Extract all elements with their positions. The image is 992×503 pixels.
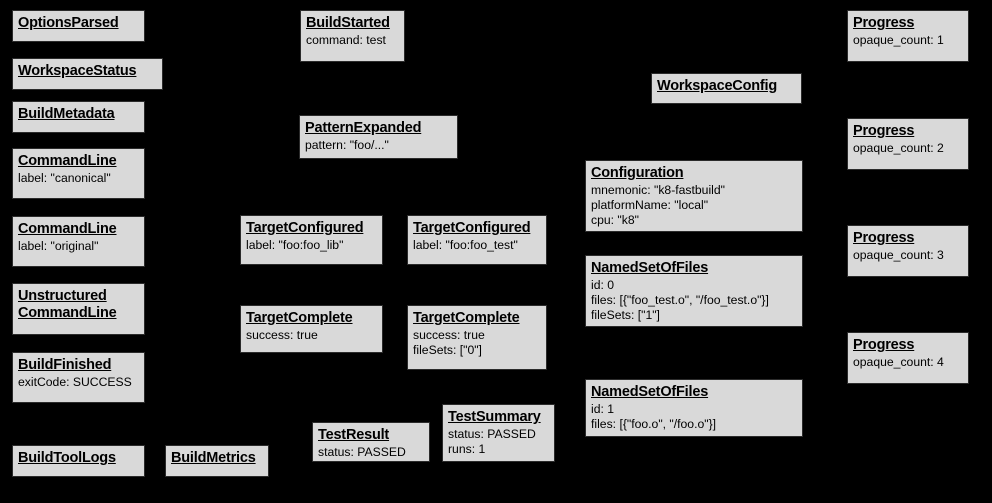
event-node-title: TestSummary xyxy=(448,409,541,425)
event-node[interactable]: TestResult status: PASSED xyxy=(312,422,430,462)
event-node-title: BuildToolLogs xyxy=(18,450,116,466)
event-node-fields: opaque_count: 2 xyxy=(853,141,944,156)
event-node-title: Unstructured CommandLine xyxy=(18,288,117,322)
event-node-title: TargetComplete xyxy=(246,310,353,326)
event-node[interactable]: BuildToolLogs xyxy=(12,445,145,477)
event-node[interactable]: TargetConfigured label: "foo:foo_lib" xyxy=(240,215,383,265)
event-node[interactable]: PatternExpanded pattern: "foo/..." xyxy=(299,115,458,159)
event-node[interactable]: BuildMetrics xyxy=(165,445,269,477)
event-node-fields: opaque_count: 3 xyxy=(853,248,944,263)
event-node-fields: status: PASSED runs: 1 xyxy=(448,427,536,456)
event-node[interactable]: Configuration mnemonic: "k8-fastbuild" pl… xyxy=(585,160,803,232)
event-node[interactable]: CommandLine label: "original" xyxy=(12,216,145,267)
event-node[interactable]: NamedSetOfFiles id: 0 files: [{"foo_test.… xyxy=(585,255,803,327)
event-node-title: TargetComplete xyxy=(413,310,520,326)
event-node-fields: mnemonic: "k8-fastbuild" platformName: "… xyxy=(591,183,725,227)
event-node[interactable]: WorkspaceStatus xyxy=(12,58,163,90)
event-node-fields: id: 1 files: [{"foo.o", "/foo.o"}] xyxy=(591,402,717,431)
event-node-title: TargetConfigured xyxy=(246,220,364,236)
event-node[interactable]: WorkspaceConfig xyxy=(651,73,802,104)
event-node-title: PatternExpanded xyxy=(305,120,422,136)
event-node-fields: label: "foo:foo_test" xyxy=(413,238,518,253)
event-node-fields: pattern: "foo/..." xyxy=(305,138,389,153)
event-node-title: Progress xyxy=(853,337,915,353)
event-node-title: WorkspaceConfig xyxy=(657,78,778,94)
event-node-fields: label: "canonical" xyxy=(18,171,111,186)
event-node[interactable]: Unstructured CommandLine xyxy=(12,283,145,335)
event-node-fields: label: "original" xyxy=(18,239,99,254)
event-node-fields: success: true fileSets: ["0"] xyxy=(413,328,485,357)
event-node-title: Progress xyxy=(853,15,915,31)
event-node[interactable]: OptionsParsed xyxy=(12,10,145,42)
event-node-fields: command: test xyxy=(306,33,386,48)
event-node-fields: opaque_count: 4 xyxy=(853,355,944,370)
event-node-title: CommandLine xyxy=(18,153,117,169)
event-node-title: TargetConfigured xyxy=(413,220,531,236)
event-node-fields: success: true xyxy=(246,328,318,343)
event-node-title: CommandLine xyxy=(18,221,117,237)
event-node-title: NamedSetOfFiles xyxy=(591,384,709,400)
event-node[interactable]: BuildStarted command: test xyxy=(300,10,405,62)
event-node-fields: exitCode: SUCCESS xyxy=(18,375,132,390)
event-node[interactable]: TargetComplete success: true xyxy=(240,305,383,353)
event-node[interactable]: CommandLine label: "canonical" xyxy=(12,148,145,199)
event-node[interactable]: TargetComplete success: true fileSets: ["… xyxy=(407,305,547,370)
event-node[interactable]: Progress opaque_count: 1 xyxy=(847,10,969,62)
event-node[interactable]: BuildFinished exitCode: SUCCESS xyxy=(12,352,145,403)
event-node-fields: label: "foo:foo_lib" xyxy=(246,238,344,253)
event-node-title: Progress xyxy=(853,230,915,246)
event-node-fields: opaque_count: 1 xyxy=(853,33,944,48)
event-node-fields: id: 0 files: [{"foo_test.o", "/foo_test.… xyxy=(591,278,769,322)
event-node-title: OptionsParsed xyxy=(18,15,119,31)
event-node-title: Progress xyxy=(853,123,915,139)
event-node[interactable]: TestSummary status: PASSED runs: 1 xyxy=(442,404,555,462)
event-node[interactable]: NamedSetOfFiles id: 1 files: [{"foo.o", "… xyxy=(585,379,803,437)
event-node-title: NamedSetOfFiles xyxy=(591,260,709,276)
event-node-title: BuildMetadata xyxy=(18,106,115,122)
event-node[interactable]: Progress opaque_count: 2 xyxy=(847,118,969,170)
event-node-title: BuildFinished xyxy=(18,357,112,373)
event-node[interactable]: TargetConfigured label: "foo:foo_test" xyxy=(407,215,547,265)
event-node[interactable]: Progress opaque_count: 3 xyxy=(847,225,969,277)
event-node-title: BuildMetrics xyxy=(171,450,256,466)
event-node[interactable]: BuildMetadata xyxy=(12,101,145,133)
event-node-fields: status: PASSED xyxy=(318,445,406,460)
event-node-title: TestResult xyxy=(318,427,390,443)
event-node-title: BuildStarted xyxy=(306,15,390,31)
event-node[interactable]: Progress opaque_count: 4 xyxy=(847,332,969,384)
event-node-title: Configuration xyxy=(591,165,684,181)
event-node-title: WorkspaceStatus xyxy=(18,63,137,79)
